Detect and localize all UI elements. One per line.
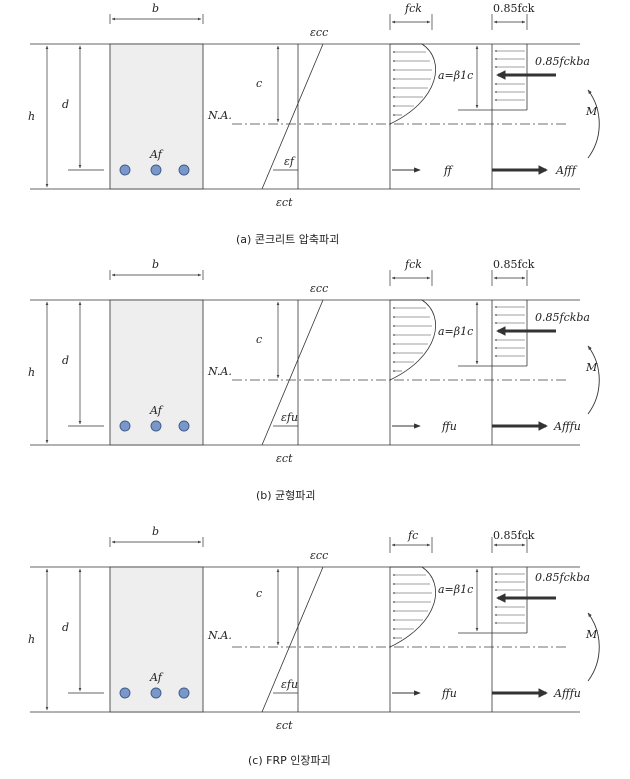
panel-a-geometry xyxy=(30,14,599,189)
panel-c-label-af: Af xyxy=(149,671,164,684)
panel-b-geometry xyxy=(30,270,599,445)
panel-a-label-af: Af xyxy=(149,148,164,161)
panel-c-label-a-beta: a=β1c xyxy=(438,583,473,596)
panel-a-label-a-beta: a=β1c xyxy=(438,69,473,82)
panel-b-label-tension-stress: ffu xyxy=(441,420,457,433)
panel-c-label-b: b xyxy=(152,525,159,538)
panel-c-label-tension-stress: ffu xyxy=(441,687,457,700)
panel-a: b h d c N.A. Af εcc εf εct fck 0.85fck a… xyxy=(28,2,599,246)
panel-b-label-eps-bar: εfu xyxy=(281,411,298,424)
panel-a-label-ecc: εcc xyxy=(310,26,328,39)
panel-b-label-c: c xyxy=(256,333,262,346)
panel-c-label-ecc: εcc xyxy=(310,549,328,562)
panel-a-label-h: h xyxy=(28,110,35,123)
panel-a-label-moment: M xyxy=(585,105,598,118)
panel-b-label-na: N.A. xyxy=(207,365,232,378)
panel-c-caption: (c) FRP 인장파괴 xyxy=(248,754,331,767)
panel-c-label-d: d xyxy=(62,621,69,634)
panel-b-label-a-beta: a=β1c xyxy=(438,325,473,338)
panel-b-label-tension-force: Afffu xyxy=(553,420,581,433)
panel-b-label-af: Af xyxy=(149,404,164,417)
panel-b-label-force: 0.85fckba xyxy=(535,311,590,324)
panel-c-label-force: 0.85fckba xyxy=(535,571,590,584)
panel-c-label-tension-force: Afffu xyxy=(553,687,581,700)
panel-b-label-block-top: 0.85fck xyxy=(493,258,535,271)
panel-b-label-d: d xyxy=(62,354,69,367)
panel-a-label-na: N.A. xyxy=(207,109,232,122)
panel-b-caption: (b) 균형파괴 xyxy=(256,489,316,502)
panel-a-label-c: c xyxy=(256,77,262,90)
panel-a-label-ect: εct xyxy=(276,196,293,209)
panel-c-label-c: c xyxy=(256,587,262,600)
panel-b-label-moment: M xyxy=(585,361,598,374)
panel-b-label-stress-top: fck xyxy=(404,258,422,271)
panel-b: b h d c N.A. Af εcc εfu εct fck 0.85fck … xyxy=(28,258,599,502)
panel-c-label-ect: εct xyxy=(276,719,293,732)
panel-a-label-b: b xyxy=(152,2,159,15)
panel-b-label-b: b xyxy=(152,258,159,271)
panel-c-label-block-top: 0.85fck xyxy=(493,529,535,542)
panel-c-label-h: h xyxy=(28,633,35,646)
panel-a-label-block-top: 0.85fck xyxy=(493,2,535,15)
panel-c-label-na: N.A. xyxy=(207,629,232,642)
panel-a-label-tension-force: Afff xyxy=(555,164,578,177)
panel-a-caption: (a) 콘크리트 압축파괴 xyxy=(236,233,339,246)
panel-a-label-force: 0.85fckba xyxy=(535,55,590,68)
panel-a-label-eps-bar: εf xyxy=(284,155,296,168)
panel-b-label-ect: εct xyxy=(276,452,293,465)
panel-a-label-tension-stress: ff xyxy=(443,164,454,177)
panel-c: b h d c N.A. Af εcc εfu εct fc 0.85fck a… xyxy=(28,525,599,767)
panel-b-label-ecc: εcc xyxy=(310,282,328,295)
panel-a-label-d: d xyxy=(62,98,69,111)
panel-c-label-eps-bar: εfu xyxy=(281,678,298,691)
panel-c-geometry xyxy=(30,537,599,712)
panel-c-label-moment: M xyxy=(585,628,598,641)
panel-a-label-stress-top: fck xyxy=(404,2,422,15)
panel-c-label-stress-top: fc xyxy=(407,529,418,542)
panel-b-label-h: h xyxy=(28,366,35,379)
